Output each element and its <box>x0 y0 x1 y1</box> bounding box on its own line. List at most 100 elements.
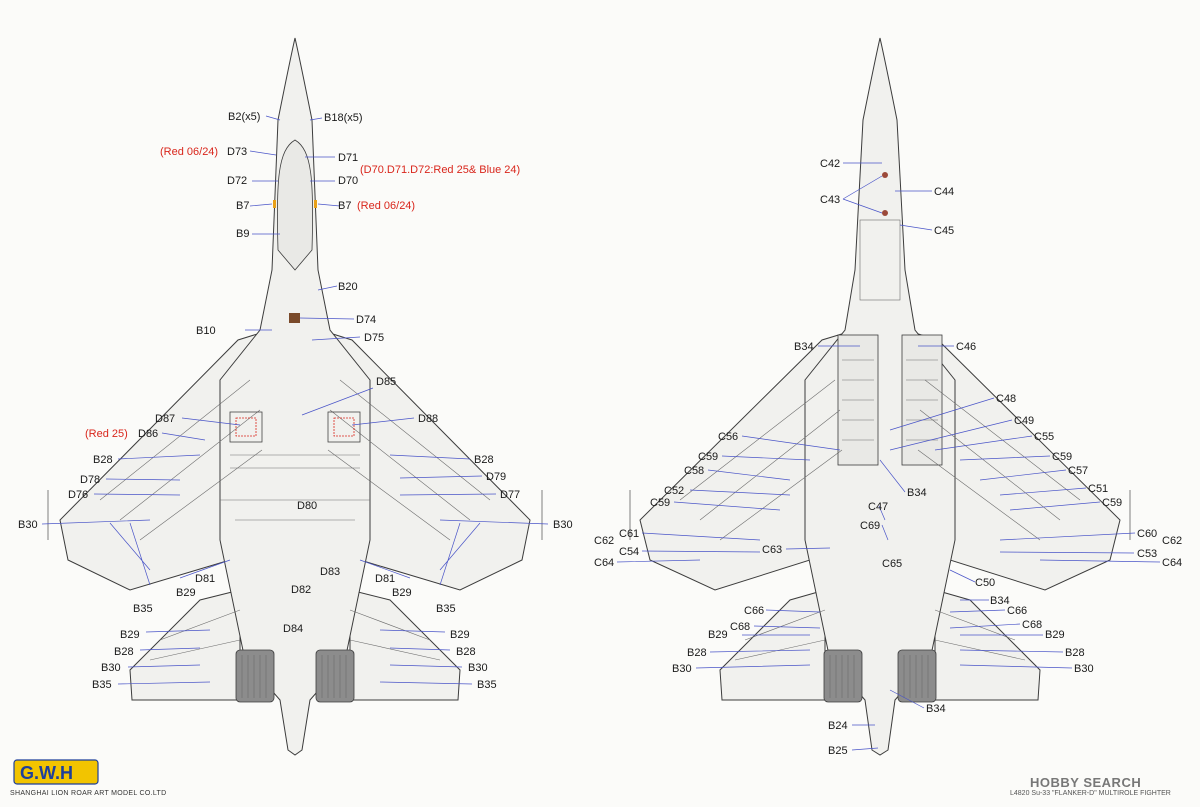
label-d77: D77 <box>500 489 520 501</box>
label-d86: D86 <box>138 428 158 440</box>
label-b2: B2(x5) <box>228 111 260 123</box>
label-c53: C53 <box>1137 548 1157 560</box>
label-c46: C46 <box>956 341 976 353</box>
left-nozzle <box>823 649 863 703</box>
label-b28-left: B28 <box>93 454 113 466</box>
label-d76: D76 <box>68 489 88 501</box>
center-bay <box>859 219 901 301</box>
label-c47: C47 <box>868 501 888 513</box>
label-d81-left: D81 <box>195 573 215 585</box>
right-leader-lines <box>616 162 1161 751</box>
label-c50: C50 <box>975 577 995 589</box>
label-c55: C55 <box>1034 431 1054 443</box>
tail-panel-lines <box>149 609 441 661</box>
label-c59-b: C59 <box>1052 451 1072 463</box>
label-b34-c: B34 <box>990 595 1010 607</box>
label-c49: C49 <box>1014 415 1034 427</box>
tail-panel-lines <box>734 609 1026 661</box>
company-name: SHANGHAI LION ROAR ART MODEL CO.LTD <box>10 790 167 797</box>
label-b9: B9 <box>236 228 249 240</box>
label-d82: D82 <box>291 584 311 596</box>
label-c48: C48 <box>996 393 1016 405</box>
label-c63: C63 <box>762 544 782 556</box>
label-c64-right: C64 <box>1162 557 1182 569</box>
label-d80: D80 <box>297 500 317 512</box>
label-b34-a: B34 <box>794 341 814 353</box>
label-c66-left: C66 <box>744 605 764 617</box>
wing-panel-lines <box>99 379 491 541</box>
label-b28-left-2: B28 <box>114 646 134 658</box>
right-nozzle <box>315 649 355 703</box>
label-b28-left: B28 <box>687 647 707 659</box>
label-c59-d: C59 <box>1102 497 1122 509</box>
label-d74: D74 <box>356 314 376 326</box>
label-b30-right: B30 <box>553 519 573 531</box>
label-b30-right-2: B30 <box>468 662 488 674</box>
left-intake-panel <box>229 411 263 443</box>
left-aircraft-view: B2(x5) B18(x5) (Red 06/24) D73 D71 (D70.… <box>18 37 573 756</box>
label-b29-left: B29 <box>708 629 728 641</box>
label-b7-right: B7 <box>338 200 351 212</box>
label-c61: C61 <box>619 528 639 540</box>
label-d84: D84 <box>283 623 303 635</box>
right-intake-panel <box>327 411 361 443</box>
d74-marking <box>289 313 300 323</box>
label-c51: C51 <box>1088 483 1108 495</box>
label-b29-right-2: B29 <box>450 629 470 641</box>
center-panel-lines <box>220 454 370 521</box>
left-red-box <box>235 417 257 437</box>
product-title: L4820 Su-33 "FLANKER-D" MULTIROLE FIGHTE… <box>1010 790 1171 797</box>
label-b34-b: B34 <box>907 487 927 499</box>
label-d73: D73 <box>227 146 247 158</box>
label-c65: C65 <box>882 558 902 570</box>
label-c58: C58 <box>684 465 704 477</box>
label-c42: C42 <box>820 158 840 170</box>
label-b20: B20 <box>338 281 358 293</box>
left-tailplane <box>719 589 826 701</box>
label-c43: C43 <box>820 194 840 206</box>
label-d88: D88 <box>418 413 438 425</box>
label-c62-right: C62 <box>1162 535 1182 547</box>
left-leader-lines <box>41 115 549 685</box>
label-b30-left: B30 <box>672 663 692 675</box>
left-nozzle <box>235 649 275 703</box>
label-red-06-24-b7: (Red 06/24) <box>357 200 415 212</box>
label-d71: D71 <box>338 152 358 164</box>
label-c66-right: C66 <box>1007 605 1027 617</box>
label-d87: D87 <box>155 413 175 425</box>
label-b28-right: B28 <box>1065 647 1085 659</box>
label-b7-left: B7 <box>236 200 249 212</box>
label-c57: C57 <box>1068 465 1088 477</box>
right-nozzle <box>897 649 937 703</box>
brand-text: G.W.H <box>20 763 73 783</box>
right-aircraft-view: C42 C44 C43 C45 B34 C46 C48 C49 C56 C55 … <box>594 37 1182 757</box>
label-b35-right-2: B35 <box>477 679 497 691</box>
label-c68-left: C68 <box>730 621 750 633</box>
b7-left-marking <box>273 200 276 208</box>
label-d78: D78 <box>80 474 100 486</box>
label-d70: D70 <box>338 175 358 187</box>
label-c52: C52 <box>664 485 684 497</box>
label-b29-left: B29 <box>176 587 196 599</box>
label-b30-right: B30 <box>1074 663 1094 675</box>
label-b28-right: B28 <box>474 454 494 466</box>
label-c45: C45 <box>934 225 954 237</box>
b7-right-marking <box>314 200 317 208</box>
label-c56: C56 <box>718 431 738 443</box>
canopy <box>276 139 314 271</box>
label-b29-left-2: B29 <box>120 629 140 641</box>
label-c54: C54 <box>619 546 639 558</box>
label-d72: D72 <box>227 175 247 187</box>
label-c69: C69 <box>860 520 880 532</box>
right-red-box <box>333 417 355 437</box>
label-b34-d: B34 <box>926 703 946 715</box>
label-b10: B10 <box>196 325 216 337</box>
label-red-06-24-top: (Red 06/24) <box>160 146 218 158</box>
c43-marking-top <box>882 172 888 178</box>
label-c64-left: C64 <box>594 557 614 569</box>
label-red-d70-d71-d72: (D70.D71.D72:Red 25& Blue 24) <box>360 164 520 176</box>
label-b30-left: B30 <box>18 519 38 531</box>
label-c68-right: C68 <box>1022 619 1042 631</box>
